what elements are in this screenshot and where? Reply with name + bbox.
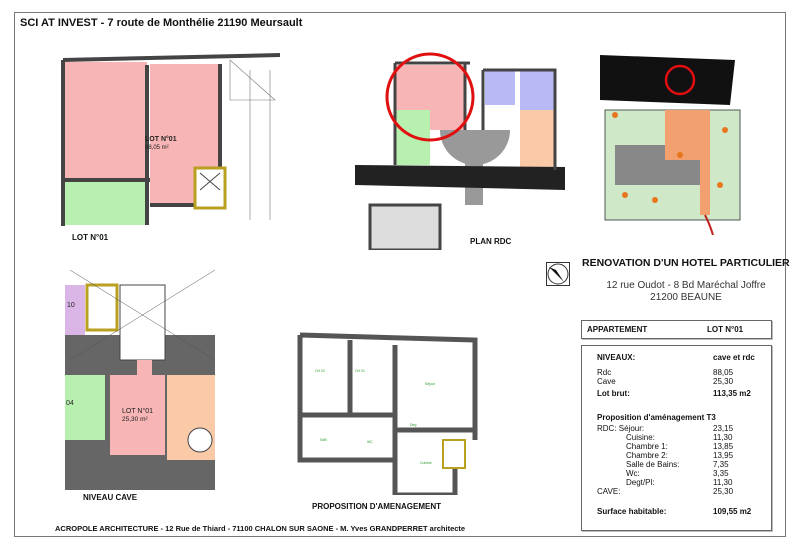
summary-label: Lot brut: xyxy=(597,389,630,398)
svg-text:Dég: Dég xyxy=(410,423,416,427)
svg-text:WC: WC xyxy=(367,440,373,444)
svg-text:Séjour: Séjour xyxy=(425,382,436,386)
amenagement-label: PROPOSITION D'AMENAGEMENT xyxy=(312,502,442,511)
summary-value: 11,30 xyxy=(713,433,733,442)
summary-label: NIVEAUX: xyxy=(597,353,636,362)
apartment-header: APPARTEMENT LOT N°01 xyxy=(581,320,772,339)
apartment-type: APPARTEMENT xyxy=(587,325,648,334)
summary-value: cave et rdc xyxy=(713,353,755,362)
summary-label: Surface habitable: xyxy=(597,507,667,516)
drawing-frame xyxy=(14,12,786,537)
summary-label: Cuisine: xyxy=(626,433,655,442)
summary-row: Cuisine: 11,30 xyxy=(597,433,757,443)
summary-value: 3,35 xyxy=(713,469,729,478)
summary-label: Chambre 1: xyxy=(626,442,668,451)
summary-value: 23,15 xyxy=(713,424,734,433)
cave-label: NIVEAU CAVE xyxy=(83,493,138,502)
svg-text:CH 01: CH 01 xyxy=(355,369,365,373)
cave-room-label: LOT N°01 xyxy=(122,407,153,415)
summary-row: Lot brut: 113,35 m2 xyxy=(597,389,757,399)
summary-label: Wc: xyxy=(626,469,640,478)
cave-room-area: 25,30 m² xyxy=(122,416,148,423)
summary-value: 11,30 xyxy=(713,478,733,487)
plan-cave: LOT N°01 25,30 m² 04 10 xyxy=(65,269,216,490)
summary-row: Chambre 2: 13,95 xyxy=(597,451,757,461)
summary-label: CAVE: xyxy=(597,487,621,496)
summary-value: 7,35 xyxy=(713,460,729,469)
summary-value: 88,05 xyxy=(713,368,734,377)
summary-row: Chambre 1: 13,85 xyxy=(597,442,757,452)
summary-value: 13,95 xyxy=(713,451,734,460)
summary-row: Surface habitable: 109,55 m2 xyxy=(597,507,757,517)
page-title: SCI AT INVEST - 7 route de Monthélie 211… xyxy=(20,17,303,29)
project-address-line2: 21200 BEAUNE xyxy=(650,292,722,303)
site-plan xyxy=(600,55,741,235)
summary-label: RDC: Séjour: xyxy=(597,424,645,433)
summary-row: Rdc 88,05 xyxy=(597,368,757,378)
summary-value: 109,55 m2 xyxy=(713,507,752,516)
cave-side-label: 04 xyxy=(66,400,74,407)
plan-lot01: LOT N°01 88,05 m² xyxy=(61,53,280,226)
rdc-label: PLAN RDC xyxy=(470,237,512,246)
plan-rdc xyxy=(355,52,565,250)
summary-row: NIVEAUX: cave et rdc xyxy=(597,353,757,363)
summary-value: 25,30 xyxy=(713,487,734,496)
summary-row: Wc: 3,35 xyxy=(597,469,757,479)
summary-label: Rdc xyxy=(597,368,612,377)
svg-text:SdB: SdB xyxy=(320,438,327,442)
lot01-room-area: 88,05 m² xyxy=(145,145,169,151)
summary-label: Salle de Bains: xyxy=(626,460,680,469)
svg-text:Cuisine: Cuisine xyxy=(420,461,432,465)
summary-row: CAVE: 25,30 xyxy=(597,487,757,497)
summary-label: Chambre 2: xyxy=(626,451,668,460)
project-address-line1: 12 rue Oudot - 8 Bd Maréchal Joffre xyxy=(606,280,766,291)
apartment-lot: LOT N°01 xyxy=(707,325,744,334)
project-title: RENOVATION D'UN HOTEL PARTICULIER xyxy=(582,257,790,269)
summary-label: Proposition d'aménagement T3 xyxy=(597,413,716,422)
summary-row: Proposition d'aménagement T3 xyxy=(597,413,757,423)
summary-row: Cave 25,30 xyxy=(597,377,757,387)
summary-label: Cave xyxy=(597,377,616,386)
summary-row: Degt/Pl: 11,30 xyxy=(597,478,757,488)
lot01-room-label: LOT N°01 xyxy=(145,135,177,143)
lot01-label: LOT N°01 xyxy=(72,233,109,242)
summary-label: Degt/Pl: xyxy=(626,478,655,487)
summary-value: 13,85 xyxy=(713,442,734,451)
north-arrow-icon xyxy=(546,262,570,286)
summary-row: Salle de Bains: 7,35 xyxy=(597,460,757,470)
summary-row: RDC: Séjour: 23,15 xyxy=(597,424,757,434)
cave-top-label: 10 xyxy=(67,302,75,309)
summary-value: 113,35 m2 xyxy=(713,389,751,398)
architect-footer: ACROPOLE ARCHITECTURE - 12 Rue de Thiard… xyxy=(55,524,466,533)
svg-text:CH 02: CH 02 xyxy=(315,369,325,373)
summary-value: 25,30 xyxy=(713,377,734,386)
